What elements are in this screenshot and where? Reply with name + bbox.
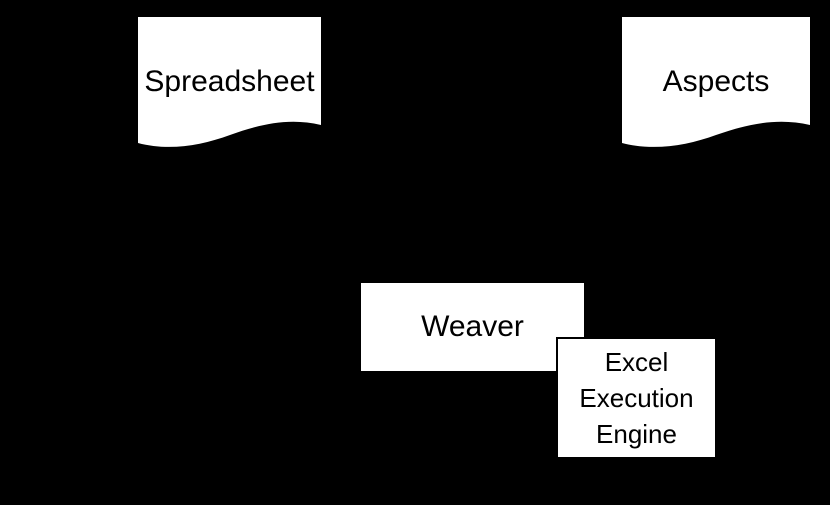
- node-spreadsheet-label: Spreadsheet: [144, 65, 315, 98]
- node-aspects[interactable]: Aspects: [622, 17, 810, 149]
- document-shape-icon: [622, 17, 810, 147]
- node-spreadsheet[interactable]: Spreadsheet: [138, 17, 321, 149]
- node-aspects-label: Aspects: [662, 65, 770, 98]
- node-weaver[interactable]: Weaver: [359, 281, 586, 373]
- node-weaver-label: Weaver: [421, 310, 524, 343]
- node-excel-execution-engine[interactable]: Excel Execution Engine: [556, 337, 717, 459]
- node-excel-execution-engine-label: Excel Execution Engine: [579, 347, 694, 449]
- document-shape-icon: [138, 17, 321, 147]
